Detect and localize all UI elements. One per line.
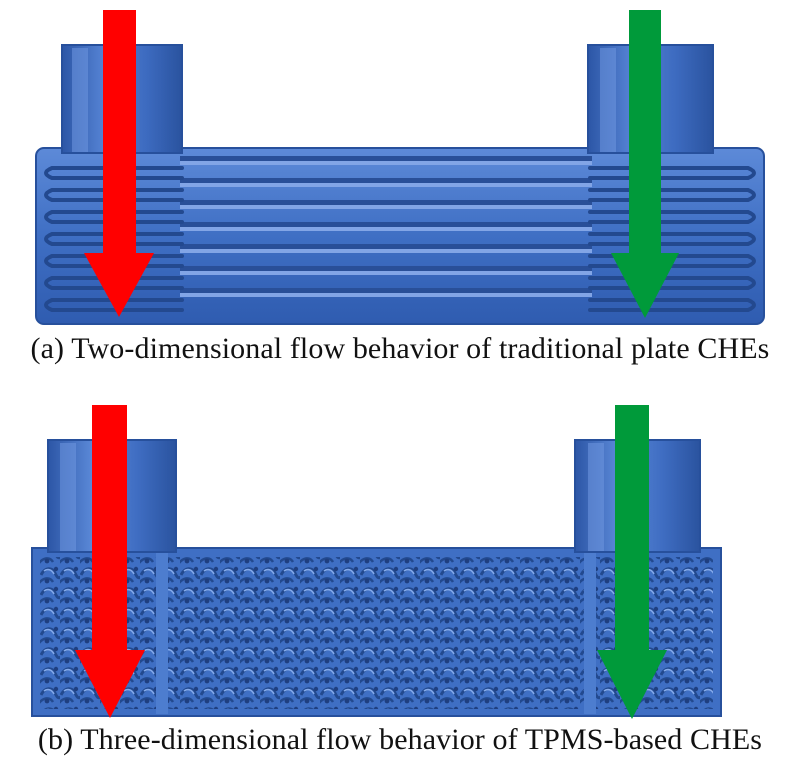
right-header-loops: [588, 166, 756, 312]
caption-panel-a: (a) Two-dimensional flow behavior of tra…: [30, 332, 770, 365]
inlet-flow-arrow: [75, 405, 145, 718]
left-port-highlight: [60, 443, 76, 551]
outlet-flow-arrow: [611, 10, 679, 318]
right-port-highlight: [588, 443, 604, 551]
plate-channels: [180, 156, 592, 297]
panel-a-plate-che: (a) Two-dimensional flow behavior of tra…: [30, 10, 770, 365]
caption-panel-b: (b) Three-dimensional flow behavior of T…: [37, 723, 763, 756]
right-divider-wall: [584, 550, 596, 714]
left-port-highlight: [72, 48, 88, 152]
right-port-highlight: [600, 48, 616, 152]
plate-body: [35, 147, 765, 325]
tpms-lattice: [40, 557, 713, 709]
inlet-flow-arrow: [84, 10, 154, 317]
panel-b-tpms-che: (b) Three-dimensional flow behavior of T…: [0, 385, 800, 770]
outlet-flow-arrow: [597, 405, 667, 719]
left-divider-wall: [156, 550, 168, 714]
tpms-che-illustration: [31, 405, 722, 719]
left-header-loops: [44, 166, 184, 312]
plate-che-illustration: [35, 10, 765, 325]
